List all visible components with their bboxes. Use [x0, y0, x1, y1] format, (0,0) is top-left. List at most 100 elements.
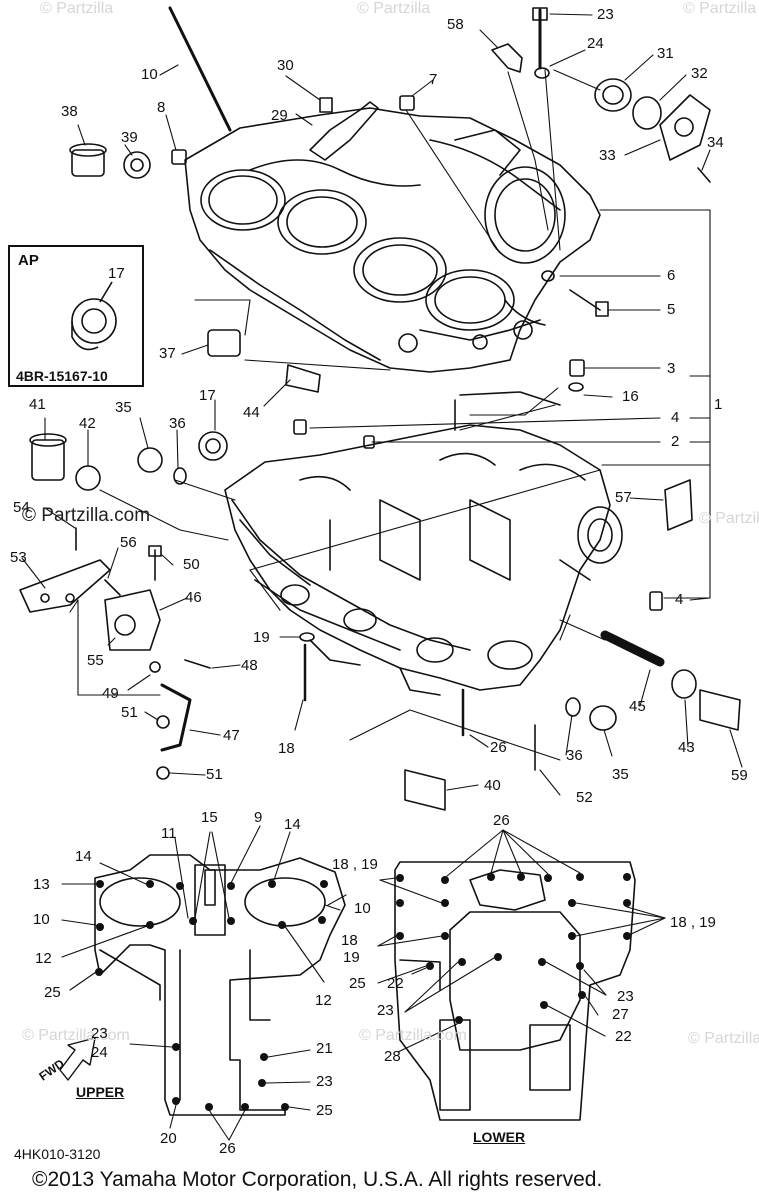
callout-23b: 23 — [617, 988, 634, 1005]
callout-41: 41 — [29, 396, 46, 413]
callout-14b: 14 — [75, 848, 92, 865]
callout-51: 51 — [121, 704, 138, 721]
callout-16: 16 — [622, 388, 639, 405]
lower-leaders — [377, 829, 666, 1053]
callout-35: 35 — [115, 399, 132, 416]
ap-inset-callout: 17 — [108, 265, 125, 282]
callout-19: 19 — [253, 629, 270, 646]
callout-40: 40 — [484, 777, 501, 794]
callout-42: 42 — [79, 415, 96, 432]
callout-36b: 36 — [566, 747, 583, 764]
callout-10c: 10 — [33, 911, 50, 928]
watermark: © Partzilla — [357, 0, 431, 17]
watermark: © Partzilla.com — [359, 1027, 467, 1044]
callout-14: 14 — [284, 816, 301, 833]
callout-3: 3 — [667, 360, 676, 377]
callout-12: 12 — [35, 950, 52, 967]
callout-18-19: 18 , 19 — [332, 856, 378, 873]
callout-26c: 26 — [219, 1140, 236, 1157]
upper-bolt-dots — [95, 880, 328, 1111]
callout-44: 44 — [243, 404, 260, 421]
callout-7: 7 — [429, 71, 438, 88]
callout-19b: 19 — [343, 949, 360, 966]
callout-47: 47 — [223, 727, 240, 744]
callout-6: 6 — [667, 267, 676, 284]
callout-24b: 24 — [91, 1044, 108, 1061]
callout-56: 56 — [120, 534, 137, 551]
callout-17: 17 — [199, 387, 216, 404]
callout-1: 1 — [714, 396, 723, 413]
callout-31: 31 — [657, 45, 674, 62]
watermark: © Partzilla — [688, 1030, 759, 1047]
callout-45: 45 — [629, 698, 646, 715]
ap-inset: AP 17 4BR-15167-10 — [8, 245, 144, 387]
callout-59: 59 — [731, 767, 748, 784]
callout-25b: 25 — [44, 984, 61, 1001]
watermark: © Partzilla — [40, 0, 114, 17]
callout-10b: 10 — [354, 900, 371, 917]
callout-34: 34 — [707, 134, 724, 151]
callout-57: 57 — [615, 489, 632, 506]
callout-9: 9 — [254, 809, 263, 826]
callout-8: 8 — [157, 99, 166, 116]
upper-label: UPPER — [76, 1084, 125, 1100]
ap-inset-title: AP — [18, 252, 39, 269]
callout-30: 30 — [277, 57, 294, 74]
callout-35b: 35 — [612, 766, 629, 783]
callout-53: 53 — [10, 549, 27, 566]
watermark: © Partzilla.com — [22, 505, 151, 526]
callout-20: 20 — [160, 1130, 177, 1147]
callout-48: 48 — [241, 657, 258, 674]
callout-18: 18 — [278, 740, 295, 757]
lower-bolt-dots — [396, 873, 631, 1024]
callout-18-19b: 18 , 19 — [670, 914, 716, 931]
callout-33: 33 — [599, 147, 616, 164]
callout-24: 24 — [587, 35, 604, 52]
upper-bolt-diagram — [59, 854, 346, 1116]
callout-11: 11 — [161, 825, 177, 842]
copyright-notice: ©2013 Yamaha Motor Corporation, U.S.A. A… — [32, 1168, 603, 1191]
callout-39: 39 — [121, 129, 138, 146]
callout-58: 58 — [447, 16, 464, 33]
callout-49: 49 — [102, 685, 119, 702]
callout-27: 27 — [612, 1006, 629, 1023]
callout-26: 26 — [490, 739, 507, 756]
callout-23: 23 — [597, 6, 614, 23]
callout-55: 55 — [87, 652, 104, 669]
callout-38: 38 — [61, 103, 78, 120]
lower-label: LOWER — [473, 1129, 526, 1145]
callout-46: 46 — [185, 589, 202, 606]
callout-51b: 51 — [206, 766, 223, 783]
callout-21: 21 — [316, 1040, 333, 1057]
callout-23e: 23 — [316, 1073, 333, 1090]
callout-18b: 18 — [341, 932, 358, 949]
callout-25: 25 — [349, 975, 366, 992]
callout-22: 22 — [387, 975, 404, 992]
callout-4b: 4 — [675, 591, 684, 608]
callout-25c: 25 — [316, 1102, 333, 1119]
callout-37: 37 — [159, 345, 176, 362]
callout-23d: 23 — [91, 1025, 108, 1042]
callout-12b: 12 — [315, 992, 332, 1009]
ap-inset-part-number: 4BR-15167-10 — [16, 368, 108, 384]
callout-32: 32 — [691, 65, 708, 82]
watermark: © Partzilla — [683, 0, 757, 17]
callout-5: 5 — [667, 301, 676, 318]
watermark: © Partzilla — [699, 510, 759, 527]
lower-crankcase — [224, 391, 623, 696]
callout-2: 2 — [671, 433, 680, 450]
leader-lines — [21, 13, 743, 796]
watermark: © Partzilla.com — [22, 1027, 130, 1044]
callout-22b: 22 — [615, 1028, 632, 1045]
callout-29: 29 — [271, 107, 288, 124]
callout-13: 13 — [33, 876, 50, 893]
upper-leaders — [61, 825, 347, 1141]
callout-4: 4 — [671, 409, 680, 426]
callout-54: 54 — [13, 499, 30, 516]
callout-43: 43 — [678, 739, 695, 756]
callout-15: 15 — [201, 809, 218, 826]
callout-23c: 23 — [377, 1002, 394, 1019]
callout-50: 50 — [183, 556, 200, 573]
